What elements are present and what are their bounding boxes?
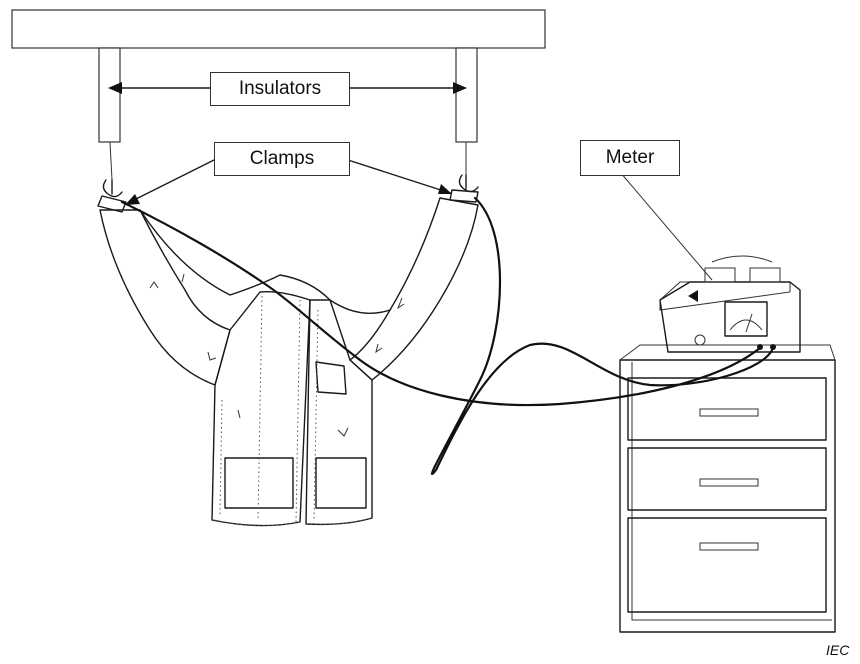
- clamp-right: [449, 174, 479, 203]
- insulators-arrows: [108, 82, 467, 94]
- clamp-left: [97, 179, 127, 213]
- hanger-left: [109, 141, 113, 181]
- insulator-right: [455, 47, 478, 143]
- meter-device: [659, 255, 801, 353]
- clamps-label: Clamps: [249, 148, 315, 169]
- meter-label: Meter: [605, 147, 655, 168]
- iec-mark: IEC: [826, 642, 850, 658]
- meter-box: Meter: [580, 140, 680, 176]
- ceiling-beam: [11, 9, 546, 49]
- jacket: [99, 197, 479, 527]
- cabinet: [619, 344, 836, 633]
- meter-leader: [619, 171, 713, 281]
- insulators-box: Insulators: [210, 72, 350, 106]
- test-wires: [120, 196, 775, 475]
- clamps-arrows: [125, 159, 452, 205]
- clamps-box: Clamps: [214, 142, 350, 176]
- insulators-label: Insulators: [238, 78, 322, 99]
- insulator-left: [98, 47, 121, 143]
